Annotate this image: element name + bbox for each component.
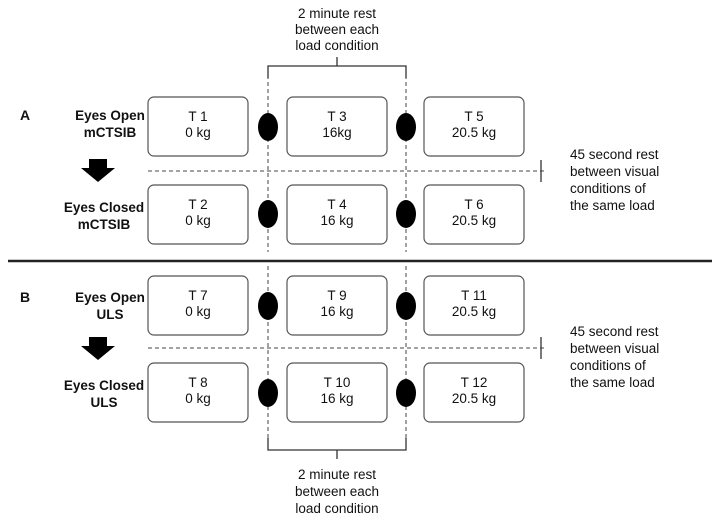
- load-rest-note-top-line-1: 2 minute rest: [298, 6, 376, 21]
- row-label-eyes-open-a-line-1: Eyes Open: [75, 108, 145, 123]
- trial-name-t2: T 2: [188, 197, 207, 212]
- row-label-eyes-closed-a-line-1: Eyes Closed: [64, 200, 144, 215]
- trial-box-t8: [147, 362, 249, 423]
- rest-dot: [258, 113, 278, 141]
- visual-rest-note-b: 45 second rest between visual conditions…: [570, 324, 659, 390]
- visual-rest-note-b-line-4: the same load: [570, 375, 655, 390]
- trial-box-t7: [147, 275, 249, 336]
- visual-rest-note-a-line-3: conditions of: [570, 181, 646, 196]
- load-rest-note-top: 2 minute rest between each load conditio…: [295, 6, 379, 53]
- trial-box-t6: [423, 184, 525, 245]
- rest-dot: [396, 200, 416, 228]
- rest-dot: [258, 292, 278, 320]
- visual-rest-note-a-line-1: 45 second rest: [570, 147, 659, 162]
- trial-load-t1: 0 kg: [185, 125, 211, 140]
- trial-load-t11: 20.5 kg: [452, 304, 496, 319]
- trial-name-t6: T 6: [464, 197, 483, 212]
- trial-name-t7: T 7: [188, 288, 207, 303]
- rest-dot: [258, 200, 278, 228]
- visual-rest-note-a-line-4: the same load: [570, 198, 655, 213]
- trial-load-t2: 0 kg: [185, 213, 211, 228]
- trial-box-t12: [423, 362, 525, 423]
- trial-name-t3: T 3: [327, 109, 346, 124]
- load-rest-note-top-line-3: load condition: [295, 38, 378, 53]
- row-label-eyes-open-b-line-1: Eyes Open: [75, 290, 145, 305]
- row-label-eyes-closed-b-line-1: Eyes Closed: [64, 378, 144, 393]
- trial-name-t5: T 5: [464, 109, 483, 124]
- trial-box-t10: [286, 362, 388, 423]
- trial-load-t12: 20.5 kg: [452, 391, 496, 406]
- visual-rest-note-b-line-3: conditions of: [570, 358, 646, 373]
- trial-load-t8: 0 kg: [185, 391, 211, 406]
- trial-load-t10: 16 kg: [320, 391, 353, 406]
- trial-box-t3: [286, 96, 388, 157]
- rest-dot: [396, 292, 416, 320]
- rest-dot: [258, 379, 278, 407]
- down-arrow-icon: [81, 159, 115, 182]
- trial-load-t6: 20.5 kg: [452, 213, 496, 228]
- trial-box-t9: [286, 275, 388, 336]
- load-rest-note-bottom-line-3: load condition: [295, 501, 378, 516]
- trial-name-t9: T 9: [327, 288, 346, 303]
- trial-name-t11: T 11: [461, 288, 487, 303]
- trial-load-t9: 16 kg: [320, 304, 353, 319]
- load-rest-note-top-line-2: between each: [295, 22, 379, 37]
- load-rest-bracket-bottom: [267, 438, 407, 451]
- trial-load-t3: 16kg: [322, 125, 351, 140]
- row-label-eyes-closed-a-line-2: mCTSIB: [78, 217, 131, 232]
- panel-label-a: A: [20, 107, 30, 123]
- down-arrow-icon: [81, 337, 115, 360]
- trial-name-t8: T 8: [188, 375, 207, 390]
- trial-box-t5: [423, 96, 525, 157]
- trial-name-t10: T 10: [324, 375, 351, 390]
- trial-load-t7: 0 kg: [185, 304, 211, 319]
- load-rest-bracket-top: [267, 65, 407, 78]
- trial-name-t12: T 12: [461, 375, 488, 390]
- row-label-eyes-open-a-line-2: mCTSIB: [84, 125, 137, 140]
- load-rest-note-bottom: 2 minute rest between each load conditio…: [295, 467, 379, 516]
- trial-box-t4: [286, 184, 388, 245]
- rest-dot: [396, 113, 416, 141]
- visual-rest-note-a-line-2: between visual: [570, 164, 659, 179]
- visual-rest-note-b-line-2: between visual: [570, 341, 659, 356]
- row-label-eyes-open-b-line-2: ULS: [97, 307, 124, 322]
- row-label-eyes-closed-b-line-2: ULS: [91, 395, 118, 410]
- trial-load-t5: 20.5 kg: [452, 125, 496, 140]
- rest-dot: [396, 379, 416, 407]
- trial-name-t4: T 4: [327, 197, 347, 212]
- visual-rest-note-a: 45 second rest between visual conditions…: [570, 147, 659, 213]
- trial-box-t2: [147, 184, 249, 245]
- panel-label-b: B: [20, 289, 30, 305]
- trial-box-t11: [423, 275, 525, 336]
- visual-rest-note-b-line-1: 45 second rest: [570, 324, 659, 339]
- load-rest-note-bottom-line-1: 2 minute rest: [298, 467, 376, 482]
- trial-box-t1: [147, 96, 249, 157]
- load-rest-note-bottom-line-2: between each: [295, 484, 379, 499]
- trial-load-t4: 16 kg: [320, 213, 353, 228]
- trial-name-t1: T 1: [188, 109, 207, 124]
